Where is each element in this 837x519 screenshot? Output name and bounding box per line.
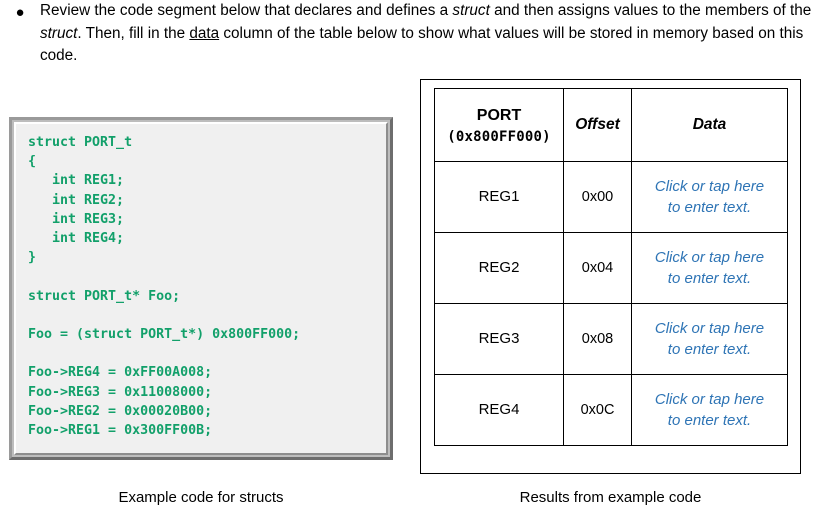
- cell-port-reg2: REG2: [434, 232, 564, 304]
- instruction-text-segment-4: column of the table below to show what v…: [40, 24, 804, 65]
- cell-data-reg1[interactable]: Click or tap here to enter text.: [631, 161, 788, 233]
- instruction-emphasis-struct-2: struct: [40, 24, 78, 42]
- port-label-reg3: REG3: [478, 330, 520, 347]
- offset-label-reg3: 0x08: [581, 331, 614, 347]
- results-table: PORT (0x800FF000) Offset Data REG1 0x00: [434, 88, 788, 446]
- column-header-port-address: (0x800FF000): [447, 129, 551, 145]
- cell-port-reg1: REG1: [434, 161, 564, 233]
- data-placeholder-reg3-line2[interactable]: to enter text.: [667, 341, 752, 358]
- cell-data-reg2[interactable]: Click or tap here to enter text.: [631, 232, 788, 304]
- column-header-data-label: Data: [692, 116, 727, 133]
- instruction-bullet-row: ● Review the code segment below that dec…: [0, 0, 837, 68]
- caption-example-code: Example code for structs: [118, 489, 284, 506]
- data-placeholder-reg1-line2[interactable]: to enter text.: [667, 199, 752, 216]
- cell-data-reg4[interactable]: Click or tap here to enter text.: [631, 374, 788, 446]
- instruction-underlined-data: data: [189, 24, 220, 42]
- cell-offset-reg3: 0x08: [563, 303, 632, 375]
- struct-code-listing: struct PORT_t { int REG1; int REG2; int …: [28, 135, 301, 439]
- column-header-offset-label: Offset: [575, 116, 620, 133]
- port-label-reg4: REG4: [478, 401, 520, 418]
- cell-offset-reg2: 0x04: [563, 232, 632, 304]
- data-placeholder-reg2-line1[interactable]: Click or tap here: [654, 249, 765, 266]
- column-header-data: Data: [631, 88, 788, 162]
- results-table-frame: PORT (0x800FF000) Offset Data REG1 0x00: [420, 79, 801, 474]
- instruction-block: ● Review the code segment below that dec…: [0, 0, 837, 68]
- data-placeholder-reg4-line1[interactable]: Click or tap here: [654, 391, 765, 408]
- instruction-text-segment-1: Review the code segment below that decla…: [40, 2, 453, 19]
- cell-port-reg3: REG3: [434, 303, 564, 375]
- bullet-icon: ●: [15, 4, 25, 21]
- cell-data-reg3[interactable]: Click or tap here to enter text.: [631, 303, 788, 375]
- offset-label-reg4: 0x0C: [580, 402, 615, 418]
- instruction-text: Review the code segment below that decla…: [40, 0, 837, 68]
- column-header-port: PORT (0x800FF000): [434, 88, 564, 162]
- port-label-reg1: REG1: [478, 188, 520, 205]
- instruction-text-segment-3: . Then, fill in the: [77, 24, 190, 42]
- example-code-panel: struct PORT_t { int REG1; int REG2; int …: [9, 117, 393, 460]
- offset-label-reg1: 0x00: [581, 189, 614, 205]
- offset-label-reg2: 0x04: [581, 260, 614, 276]
- data-placeholder-reg4-line2[interactable]: to enter text.: [667, 412, 752, 429]
- cell-offset-reg1: 0x00: [563, 161, 632, 233]
- caption-results: Results from example code: [519, 489, 702, 506]
- code-panel-outer-bevel: struct PORT_t { int REG1; int REG2; int …: [9, 117, 393, 460]
- data-placeholder-reg3-line1[interactable]: Click or tap here: [654, 320, 765, 337]
- table-row: REG2 0x04 Click or tap here to enter tex…: [434, 232, 788, 304]
- column-header-port-title: PORT: [476, 107, 522, 124]
- table-row: REG3 0x08 Click or tap here to enter tex…: [434, 303, 788, 375]
- instruction-text-segment-2: and then assigns values to the members o…: [489, 2, 812, 19]
- port-label-reg2: REG2: [478, 259, 520, 276]
- data-placeholder-reg2-line2[interactable]: to enter text.: [667, 270, 752, 287]
- table-row: REG4 0x0C Click or tap here to enter tex…: [434, 374, 788, 446]
- column-header-offset: Offset: [563, 88, 632, 162]
- cell-port-reg4: REG4: [434, 374, 564, 446]
- data-placeholder-reg1-line1[interactable]: Click or tap here: [654, 178, 765, 195]
- table-row: REG1 0x00 Click or tap here to enter tex…: [434, 161, 788, 233]
- cell-offset-reg4: 0x0C: [563, 374, 632, 446]
- code-panel-inner-bevel: struct PORT_t { int REG1; int REG2; int …: [14, 122, 388, 455]
- table-header-row: PORT (0x800FF000) Offset Data: [434, 88, 788, 162]
- instruction-emphasis-struct-1: struct: [452, 2, 490, 19]
